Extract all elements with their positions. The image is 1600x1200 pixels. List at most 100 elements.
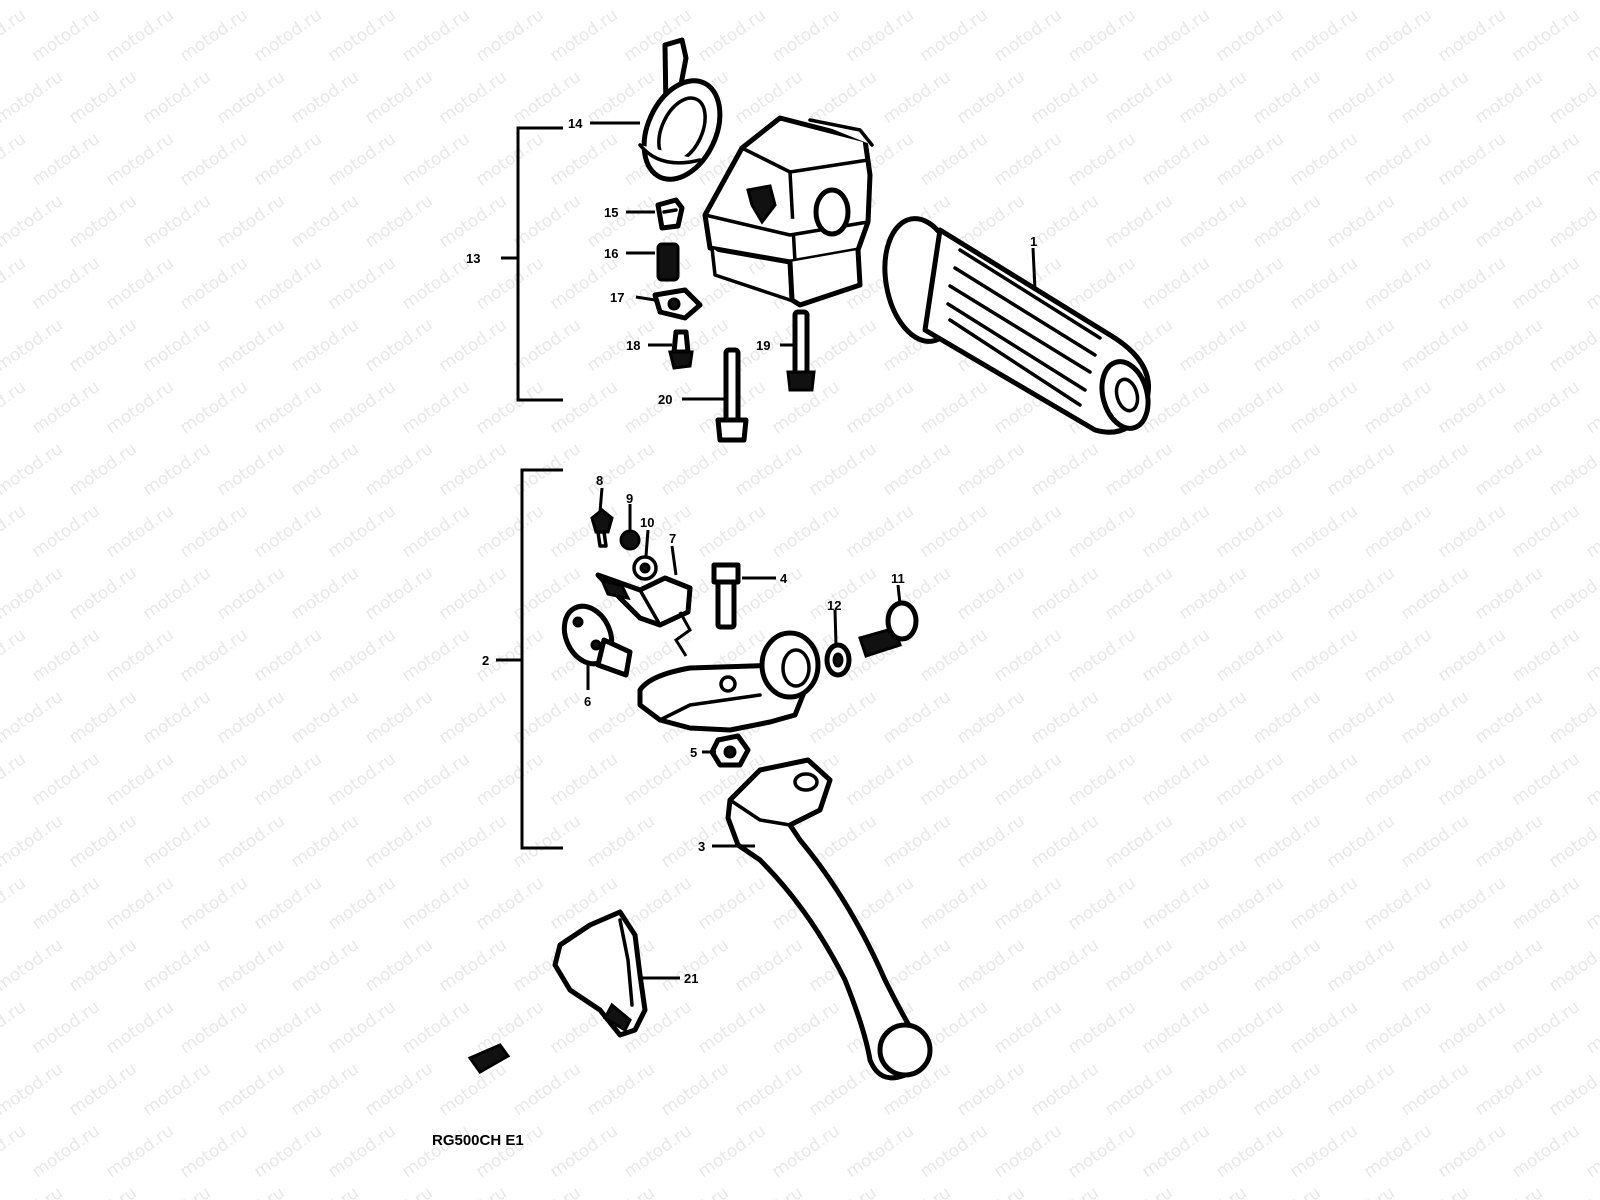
- watermark-text: motod.ru: [472, 5, 547, 66]
- watermark-text: motod.ru: [620, 1121, 695, 1182]
- watermark-text: motod.ru: [546, 1121, 621, 1182]
- watermark-text: motod.ru: [768, 5, 843, 66]
- watermark-text: motod.ru: [1138, 5, 1213, 66]
- part-8-screw: [590, 508, 614, 548]
- watermark-text: motod.ru: [250, 501, 325, 562]
- watermark-text: motod.ru: [1101, 67, 1176, 128]
- watermark-text: motod.ru: [1249, 0, 1324, 4]
- watermark-text: motod.ru: [916, 501, 991, 562]
- part-1-handlebar-grip: [882, 216, 1151, 435]
- watermark-text: motod.ru: [842, 5, 917, 66]
- watermark-text: motod.ru: [398, 873, 473, 934]
- watermark-text: motod.ru: [879, 439, 954, 500]
- watermark-text: motod.ru: [287, 563, 362, 624]
- watermark-text: motod.ru: [213, 439, 288, 500]
- watermark-text: motod.ru: [1212, 873, 1287, 934]
- watermark-text: motod.ru: [324, 501, 399, 562]
- watermark-text: motod.ru: [1286, 5, 1361, 66]
- callout-5: 5: [690, 745, 697, 760]
- watermark-text: motod.ru: [102, 253, 177, 314]
- watermark-text: motod.ru: [1101, 687, 1176, 748]
- watermark-text: motod.ru: [0, 0, 67, 4]
- watermark-text: motod.ru: [1249, 1059, 1324, 1120]
- watermark-text: motod.ru: [1323, 687, 1398, 748]
- watermark-text: motod.ru: [1286, 129, 1361, 190]
- watermark-text: motod.ru: [435, 315, 510, 376]
- callout-13: 13: [466, 251, 480, 266]
- watermark-text: motod.ru: [1582, 5, 1600, 66]
- part-9-washer: [619, 529, 641, 551]
- watermark-text: motod.ru: [139, 687, 214, 748]
- part-13-switch-housing: [702, 115, 874, 308]
- watermark-text: motod.ru: [1064, 501, 1139, 562]
- watermark-text: motod.ru: [65, 191, 140, 252]
- watermark-text: motod.ru: [472, 501, 547, 562]
- part-19-screw: [786, 309, 816, 392]
- watermark-text: motod.ru: [102, 501, 177, 562]
- watermark-text: motod.ru: [0, 315, 67, 376]
- watermark-text: motod.ru: [1212, 377, 1287, 438]
- watermark-text: motod.ru: [1064, 1121, 1139, 1182]
- watermark-text: motod.ru: [0, 1121, 30, 1182]
- watermark-text: motod.ru: [1360, 129, 1435, 190]
- watermark-text: motod.ru: [805, 315, 880, 376]
- watermark-text: motod.ru: [1323, 811, 1398, 872]
- callout-16: 16: [604, 246, 618, 261]
- watermark-text: motod.ru: [1434, 129, 1509, 190]
- watermark-text: motod.ru: [546, 377, 621, 438]
- watermark-text: motod.ru: [213, 67, 288, 128]
- watermark-text: motod.ru: [102, 5, 177, 66]
- callout-12: 12: [827, 598, 841, 613]
- callout-3: 3: [698, 839, 705, 854]
- watermark-text: motod.ru: [0, 1059, 67, 1120]
- watermark-text: motod.ru: [620, 377, 695, 438]
- watermark-text: motod.ru: [1027, 1183, 1102, 1200]
- watermark-text: motod.ru: [953, 439, 1028, 500]
- watermark-text: motod.ru: [1545, 935, 1600, 996]
- watermark-text: motod.ru: [583, 315, 658, 376]
- watermark-text: motod.ru: [1360, 625, 1435, 686]
- watermark-text: motod.ru: [1434, 377, 1509, 438]
- watermark-text: motod.ru: [1101, 935, 1176, 996]
- part-18-screw: [668, 329, 694, 370]
- part-20-screw: [715, 347, 749, 443]
- watermark-text: motod.ru: [0, 749, 30, 810]
- watermark-text: motod.ru: [1360, 749, 1435, 810]
- lower-assembly: [520, 468, 933, 1081]
- watermark-text: motod.ru: [1323, 1183, 1398, 1200]
- watermark-text: motod.ru: [879, 811, 954, 872]
- watermark-text: motod.ru: [1101, 563, 1176, 624]
- watermark-text: motod.ru: [731, 563, 806, 624]
- watermark-text: motod.ru: [213, 811, 288, 872]
- watermark-text: motod.ru: [65, 687, 140, 748]
- watermark-text: motod.ru: [1138, 1121, 1213, 1182]
- watermark-text: motod.ru: [361, 935, 436, 996]
- watermark-text: motod.ru: [0, 935, 67, 996]
- watermark-text: motod.ru: [28, 377, 103, 438]
- model-code: RG500CH E1: [432, 1132, 524, 1149]
- watermark-text: motod.ru: [139, 315, 214, 376]
- watermark-text: motod.ru: [472, 1121, 547, 1182]
- watermark-text: motod.ru: [805, 1059, 880, 1120]
- watermark-text: motod.ru: [583, 811, 658, 872]
- watermark-text: motod.ru: [990, 625, 1065, 686]
- watermark-text: motod.ru: [1508, 501, 1583, 562]
- watermark-text: motod.ru: [324, 749, 399, 810]
- watermark-text: motod.ru: [65, 811, 140, 872]
- watermark-text: motod.ru: [1471, 935, 1546, 996]
- watermark-text: motod.ru: [0, 1183, 67, 1200]
- watermark-text: motod.ru: [65, 1059, 140, 1120]
- watermark-text: motod.ru: [398, 625, 473, 686]
- watermark-text: motod.ru: [176, 749, 251, 810]
- watermark-text: motod.ru: [0, 687, 67, 748]
- watermark-text: motod.ru: [509, 315, 584, 376]
- watermark-text: motod.ru: [472, 253, 547, 314]
- watermark-text: motod.ru: [1434, 873, 1509, 934]
- watermark-text: motod.ru: [1582, 749, 1600, 810]
- watermark-text: motod.ru: [287, 67, 362, 128]
- watermark-text: motod.ru: [1545, 67, 1600, 128]
- part-16-spring: [656, 242, 680, 282]
- watermark-text: motod.ru: [1249, 315, 1324, 376]
- watermark-text: motod.ru: [953, 1183, 1028, 1200]
- watermark-text: motod.ru: [879, 67, 954, 128]
